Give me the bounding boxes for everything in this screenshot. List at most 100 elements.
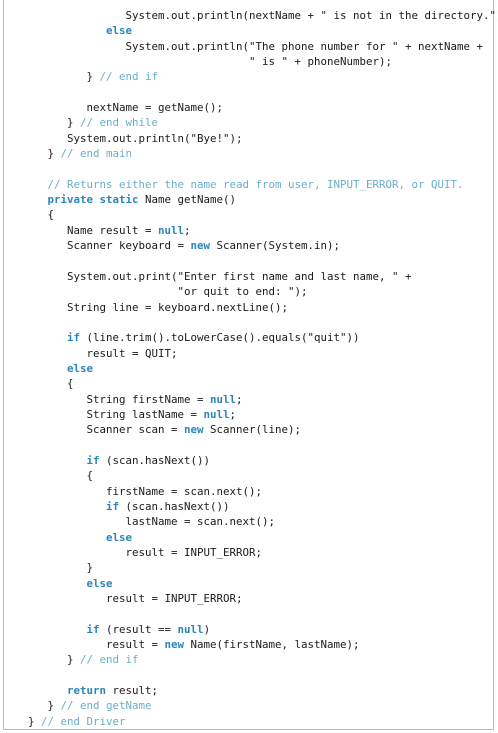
code-comment: // Returns either the name read from use… xyxy=(47,177,464,191)
code-keyword: else xyxy=(86,576,113,590)
code-comment: // end Driver xyxy=(41,714,126,728)
code-text xyxy=(28,24,106,37)
code-line: nextName = getName(); xyxy=(28,100,498,115)
code-text: Name(firstName, lastName); xyxy=(184,638,360,652)
code-keyword: new xyxy=(184,423,204,437)
code-line xyxy=(28,438,498,453)
code-line: else xyxy=(28,23,498,38)
code-line: { xyxy=(28,207,498,222)
code-keyword: if xyxy=(67,331,81,345)
code-text xyxy=(28,500,106,513)
code-keyword: else xyxy=(106,530,133,544)
code-text xyxy=(28,577,87,590)
code-line: "or quit to end: "); xyxy=(28,284,498,299)
code-line: result = QUIT; xyxy=(28,346,498,361)
code-line: } // end Driver xyxy=(28,714,498,729)
code-text: } xyxy=(28,714,42,728)
code-keyword: new xyxy=(164,638,185,652)
code-text: (scan.hasNext()) xyxy=(119,500,230,513)
code-text: Name result = xyxy=(28,223,159,237)
code-text: ; xyxy=(229,407,237,421)
code-line: result = new Name(firstName, lastName); xyxy=(28,637,498,652)
code-text xyxy=(28,531,106,544)
code-keyword: null xyxy=(210,392,237,406)
code-listing: System.out.println(nextName + " is not i… xyxy=(28,8,498,729)
code-keyword: if xyxy=(106,500,120,513)
code-line: System.out.println("Bye!"); xyxy=(28,131,498,146)
code-line: " is " + phoneNumber); xyxy=(28,54,498,69)
code-line: } // end getName xyxy=(28,698,498,713)
code-line: if (result == null) xyxy=(28,622,498,637)
code-line: } // end if xyxy=(28,69,498,84)
code-keyword: if xyxy=(86,622,100,636)
code-text: { xyxy=(28,208,55,222)
code-line xyxy=(28,315,498,330)
code-text: } xyxy=(28,653,81,667)
code-listing-box: System.out.println(nextName + " is not i… xyxy=(3,0,498,730)
code-line: lastName = scan.next(); xyxy=(28,514,498,529)
code-line: } // end main xyxy=(28,146,498,161)
code-line: } // end while xyxy=(28,115,498,130)
code-line: { xyxy=(28,376,498,391)
code-keyword: else xyxy=(106,24,133,38)
code-line: else xyxy=(28,576,498,591)
code-text: } xyxy=(28,561,94,575)
code-text: result = INPUT_ERROR; xyxy=(28,592,243,606)
code-line xyxy=(28,668,498,683)
code-line: else xyxy=(28,361,498,376)
code-text: Scanner keyboard = xyxy=(28,239,191,253)
code-comment: // end main xyxy=(60,147,133,161)
code-line: Name result = null; xyxy=(28,223,498,238)
code-keyword: else xyxy=(67,361,94,375)
code-text: System.out.println("Bye!"); xyxy=(28,131,243,145)
code-keyword: null xyxy=(158,223,185,237)
code-keyword: if xyxy=(86,453,100,467)
code-text xyxy=(28,331,67,344)
code-line: String line = keyboard.nextLine(); xyxy=(28,300,498,315)
code-line: return result; xyxy=(28,683,498,698)
code-line: System.out.println(nextName + " is not i… xyxy=(28,8,498,23)
code-text: Scanner scan = xyxy=(28,423,185,437)
code-text: String line = keyboard.nextLine(); xyxy=(28,300,289,314)
code-text: result = xyxy=(28,638,165,652)
code-text: ; xyxy=(184,223,191,237)
code-line: if (scan.hasNext()) xyxy=(28,453,498,468)
code-comment: // end if xyxy=(99,70,159,84)
code-keyword: null xyxy=(203,407,230,421)
code-text: { xyxy=(28,469,94,483)
code-line: String lastName = null; xyxy=(28,407,498,422)
code-text: System.out.print("Enter first name and l… xyxy=(28,269,412,283)
code-text: Name getName() xyxy=(138,193,237,207)
code-text xyxy=(28,454,87,467)
code-line: String firstName = null; xyxy=(28,392,498,407)
code-line: if (line.trim().toLowerCase().equals("qu… xyxy=(28,330,498,345)
code-line: // Returns either the name read from use… xyxy=(28,177,498,192)
code-text: lastName = scan.next(); xyxy=(28,515,276,529)
code-text xyxy=(28,362,67,375)
code-keyword: private static xyxy=(47,193,139,207)
code-comment: // end if xyxy=(80,653,139,667)
code-text: String lastName = xyxy=(28,407,204,421)
code-text: result; xyxy=(106,684,159,698)
code-keyword: new xyxy=(190,239,211,253)
code-keyword: null xyxy=(177,622,204,636)
code-line: result = INPUT_ERROR; xyxy=(28,591,498,606)
code-text: Scanner(System.in); xyxy=(210,239,341,253)
code-text xyxy=(28,178,48,191)
code-keyword: return xyxy=(67,684,107,698)
code-text: firstName = scan.next(); xyxy=(28,484,263,498)
code-comment: // end getName xyxy=(60,699,152,713)
code-line: Scanner keyboard = new Scanner(System.in… xyxy=(28,238,498,253)
code-text xyxy=(28,623,87,636)
code-line: System.out.println("The phone number for… xyxy=(28,39,498,54)
code-text: } xyxy=(28,116,81,130)
code-line: private static Name getName() xyxy=(28,192,498,207)
code-line: } // end if xyxy=(28,652,498,667)
code-text: System.out.println(nextName + " is not i… xyxy=(28,9,498,22)
code-comment: // end while xyxy=(80,116,159,130)
code-line: result = INPUT_ERROR; xyxy=(28,545,498,560)
code-text: "or quit to end: "); xyxy=(28,285,308,299)
code-text xyxy=(28,684,67,697)
code-text: (result == xyxy=(99,622,178,636)
code-line xyxy=(28,606,498,621)
